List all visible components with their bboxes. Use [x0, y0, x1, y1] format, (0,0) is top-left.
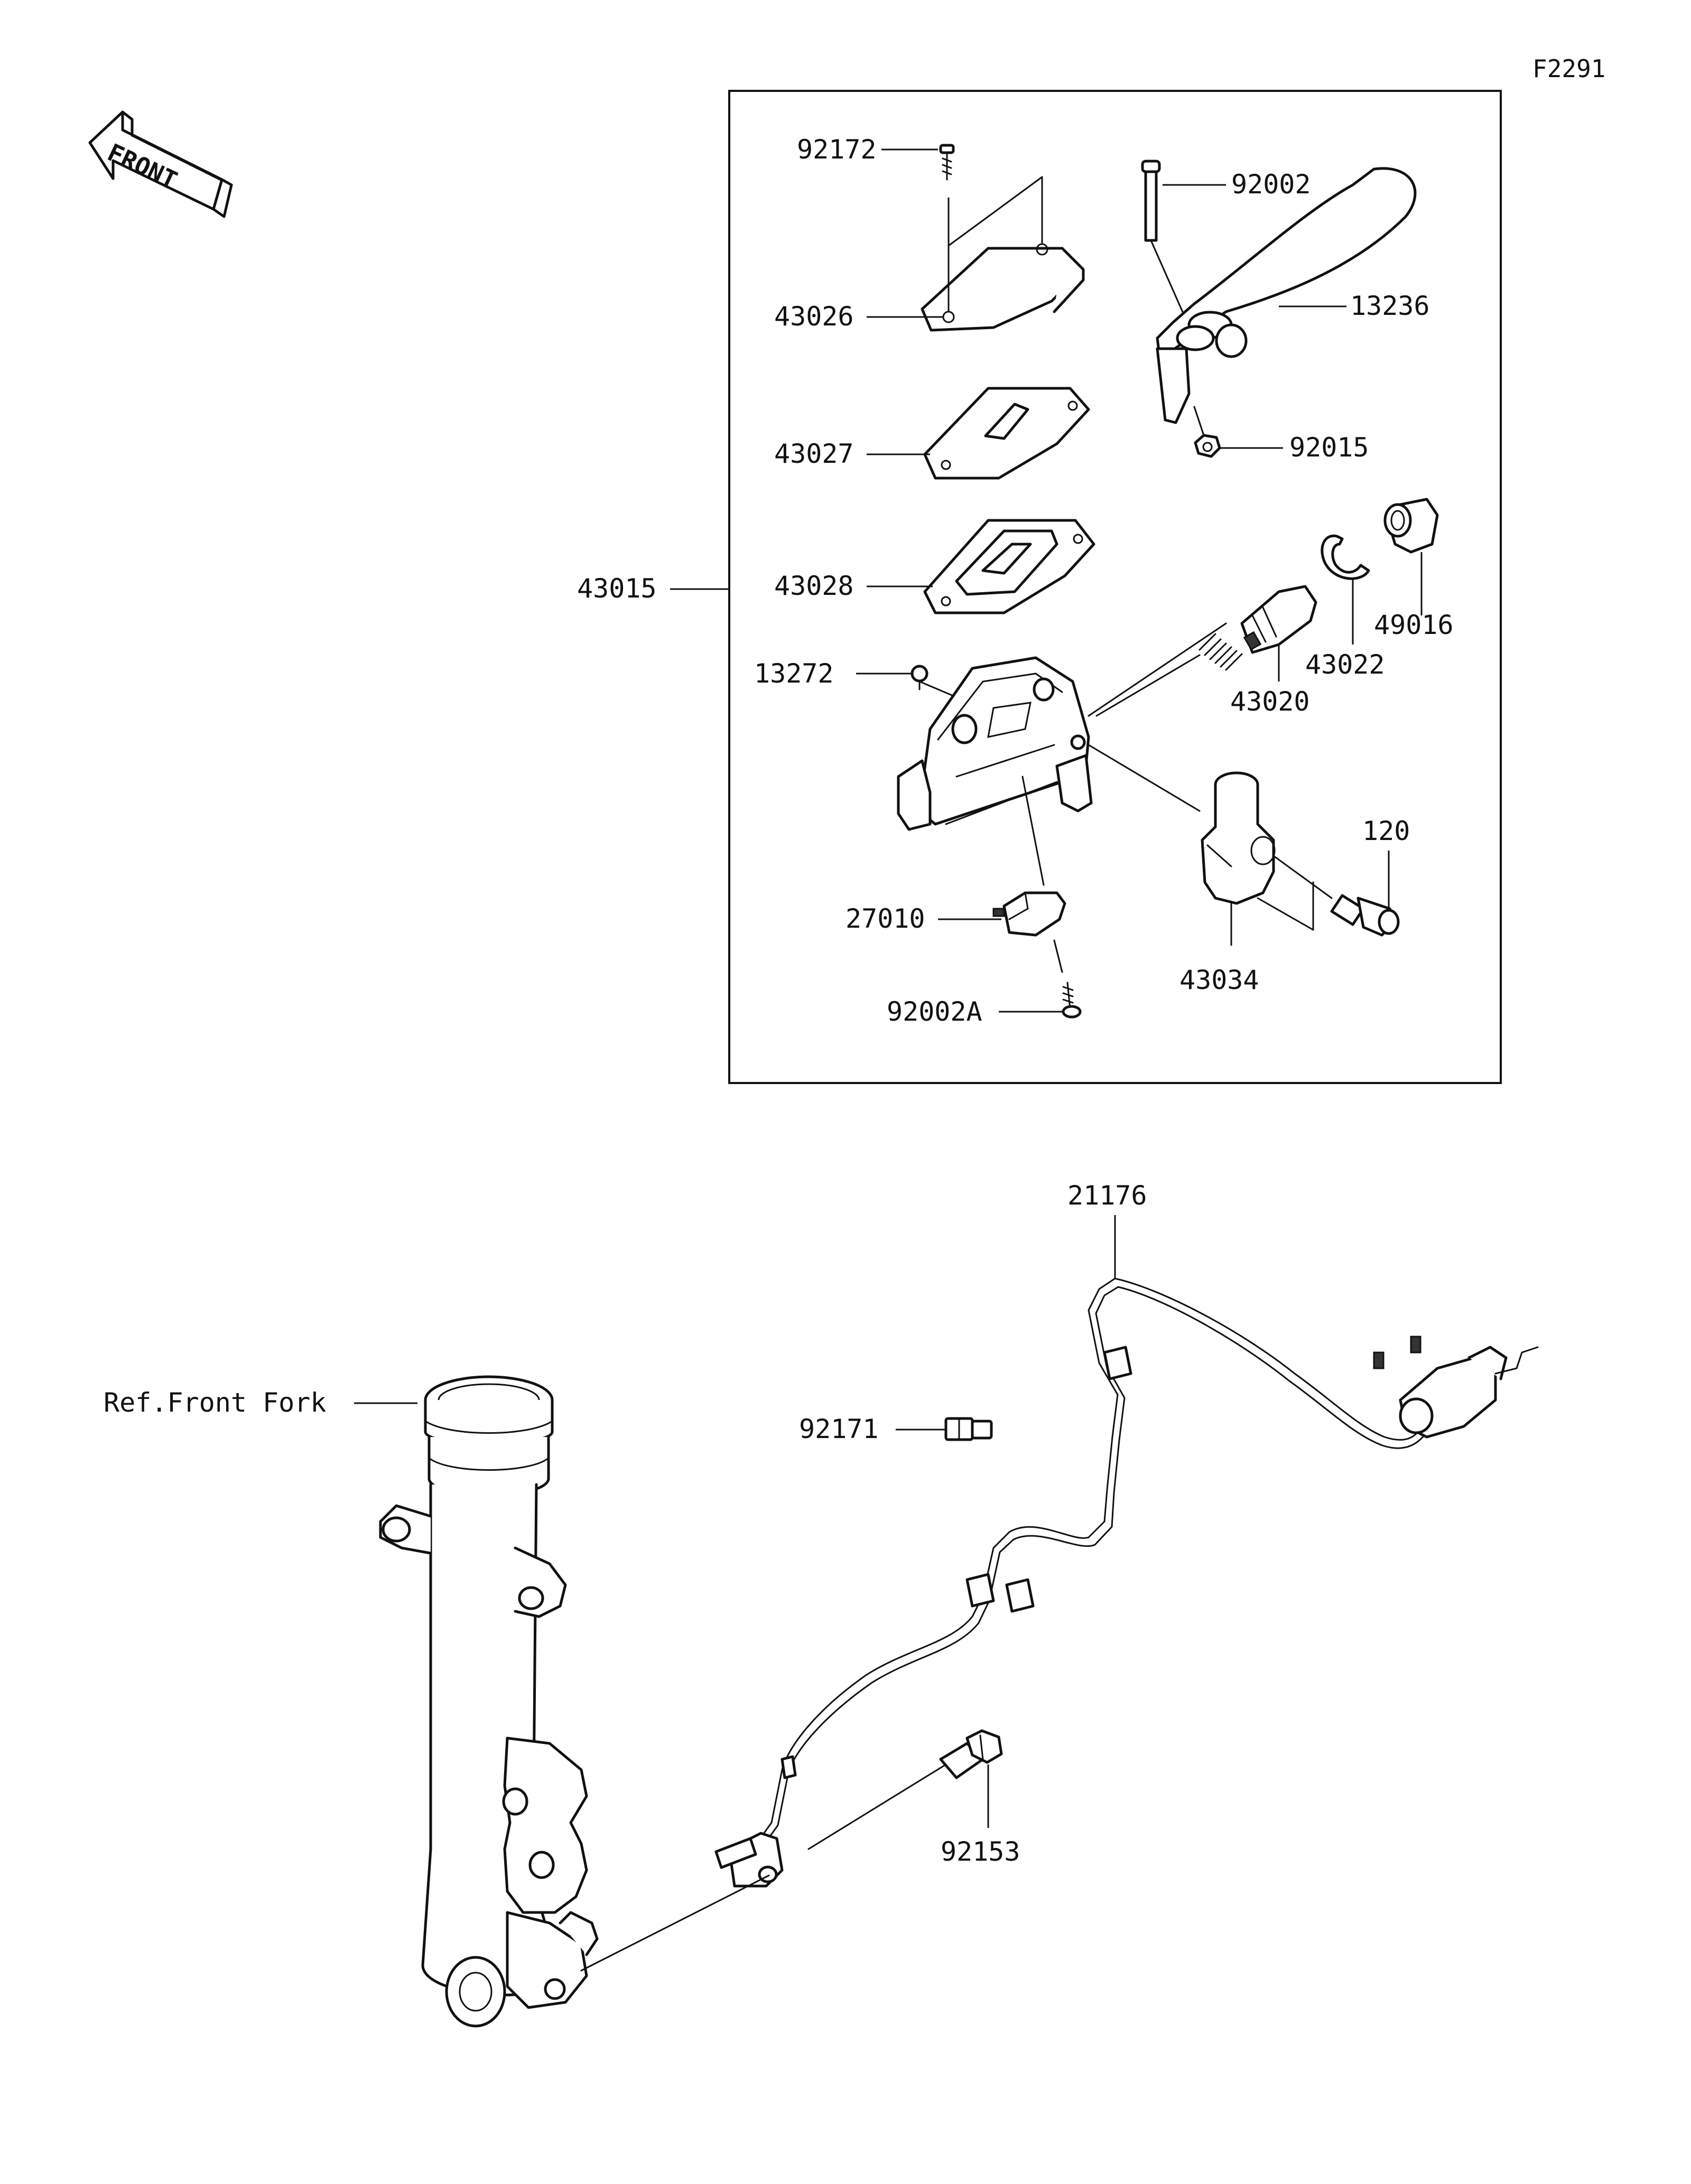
- abs-sensor-21176: [580, 1277, 1539, 1972]
- front-fork: [379, 1375, 599, 2028]
- bolt-120: [1257, 855, 1400, 937]
- label-92172: 92172: [797, 134, 877, 165]
- label-13272: 13272: [754, 658, 834, 689]
- label-43022: 43022: [1305, 649, 1385, 680]
- assembly-box-43015: [728, 90, 1502, 1084]
- brake-lever-13236: [1141, 160, 1417, 424]
- label-43028: 43028: [774, 571, 854, 601]
- label-43015: 43015: [577, 573, 657, 604]
- circlip-43022: [1321, 534, 1370, 580]
- diaphragm-plate-43027: [923, 387, 1090, 480]
- label-92015: 92015: [1289, 432, 1369, 463]
- holder-43034: [1201, 771, 1276, 931]
- diaphragm-43028: [923, 519, 1095, 614]
- front-arrow-icon: FRONT: [88, 110, 233, 218]
- leader-lines: [354, 148, 1423, 1828]
- part-92171: [944, 1417, 993, 1441]
- piston-kit-43020: [1095, 585, 1317, 717]
- bolt-92153: [939, 1729, 1003, 1779]
- label-13236: 13236: [1350, 291, 1430, 321]
- nut-92015: [1193, 406, 1221, 458]
- label-92153: 92153: [941, 1836, 1020, 1867]
- label-43026: 43026: [774, 301, 854, 332]
- screw-92002A: [1062, 982, 1082, 1019]
- figure-id: F2291: [1532, 54, 1605, 83]
- label-21176: 21176: [1067, 1180, 1147, 1211]
- label-120: 120: [1362, 816, 1410, 846]
- screw-92172: [939, 144, 955, 181]
- brake-switch-27010: [992, 891, 1066, 973]
- label-43034: 43034: [1179, 965, 1259, 995]
- label-92002A: 92002A: [887, 996, 982, 1027]
- label-92171: 92171: [799, 1414, 879, 1444]
- label-ref-front-fork: Ref.Front Fork: [104, 1387, 326, 1418]
- master-cylinder-body: [897, 622, 1227, 886]
- reservoir-cap-43026: [921, 176, 1085, 332]
- label-43020: 43020: [1230, 686, 1310, 717]
- label-49016: 49016: [1374, 610, 1454, 640]
- label-27010: 27010: [846, 903, 925, 934]
- label-43027: 43027: [774, 438, 854, 469]
- label-92002: 92002: [1231, 169, 1311, 200]
- dust-boot-49016: [1383, 498, 1439, 554]
